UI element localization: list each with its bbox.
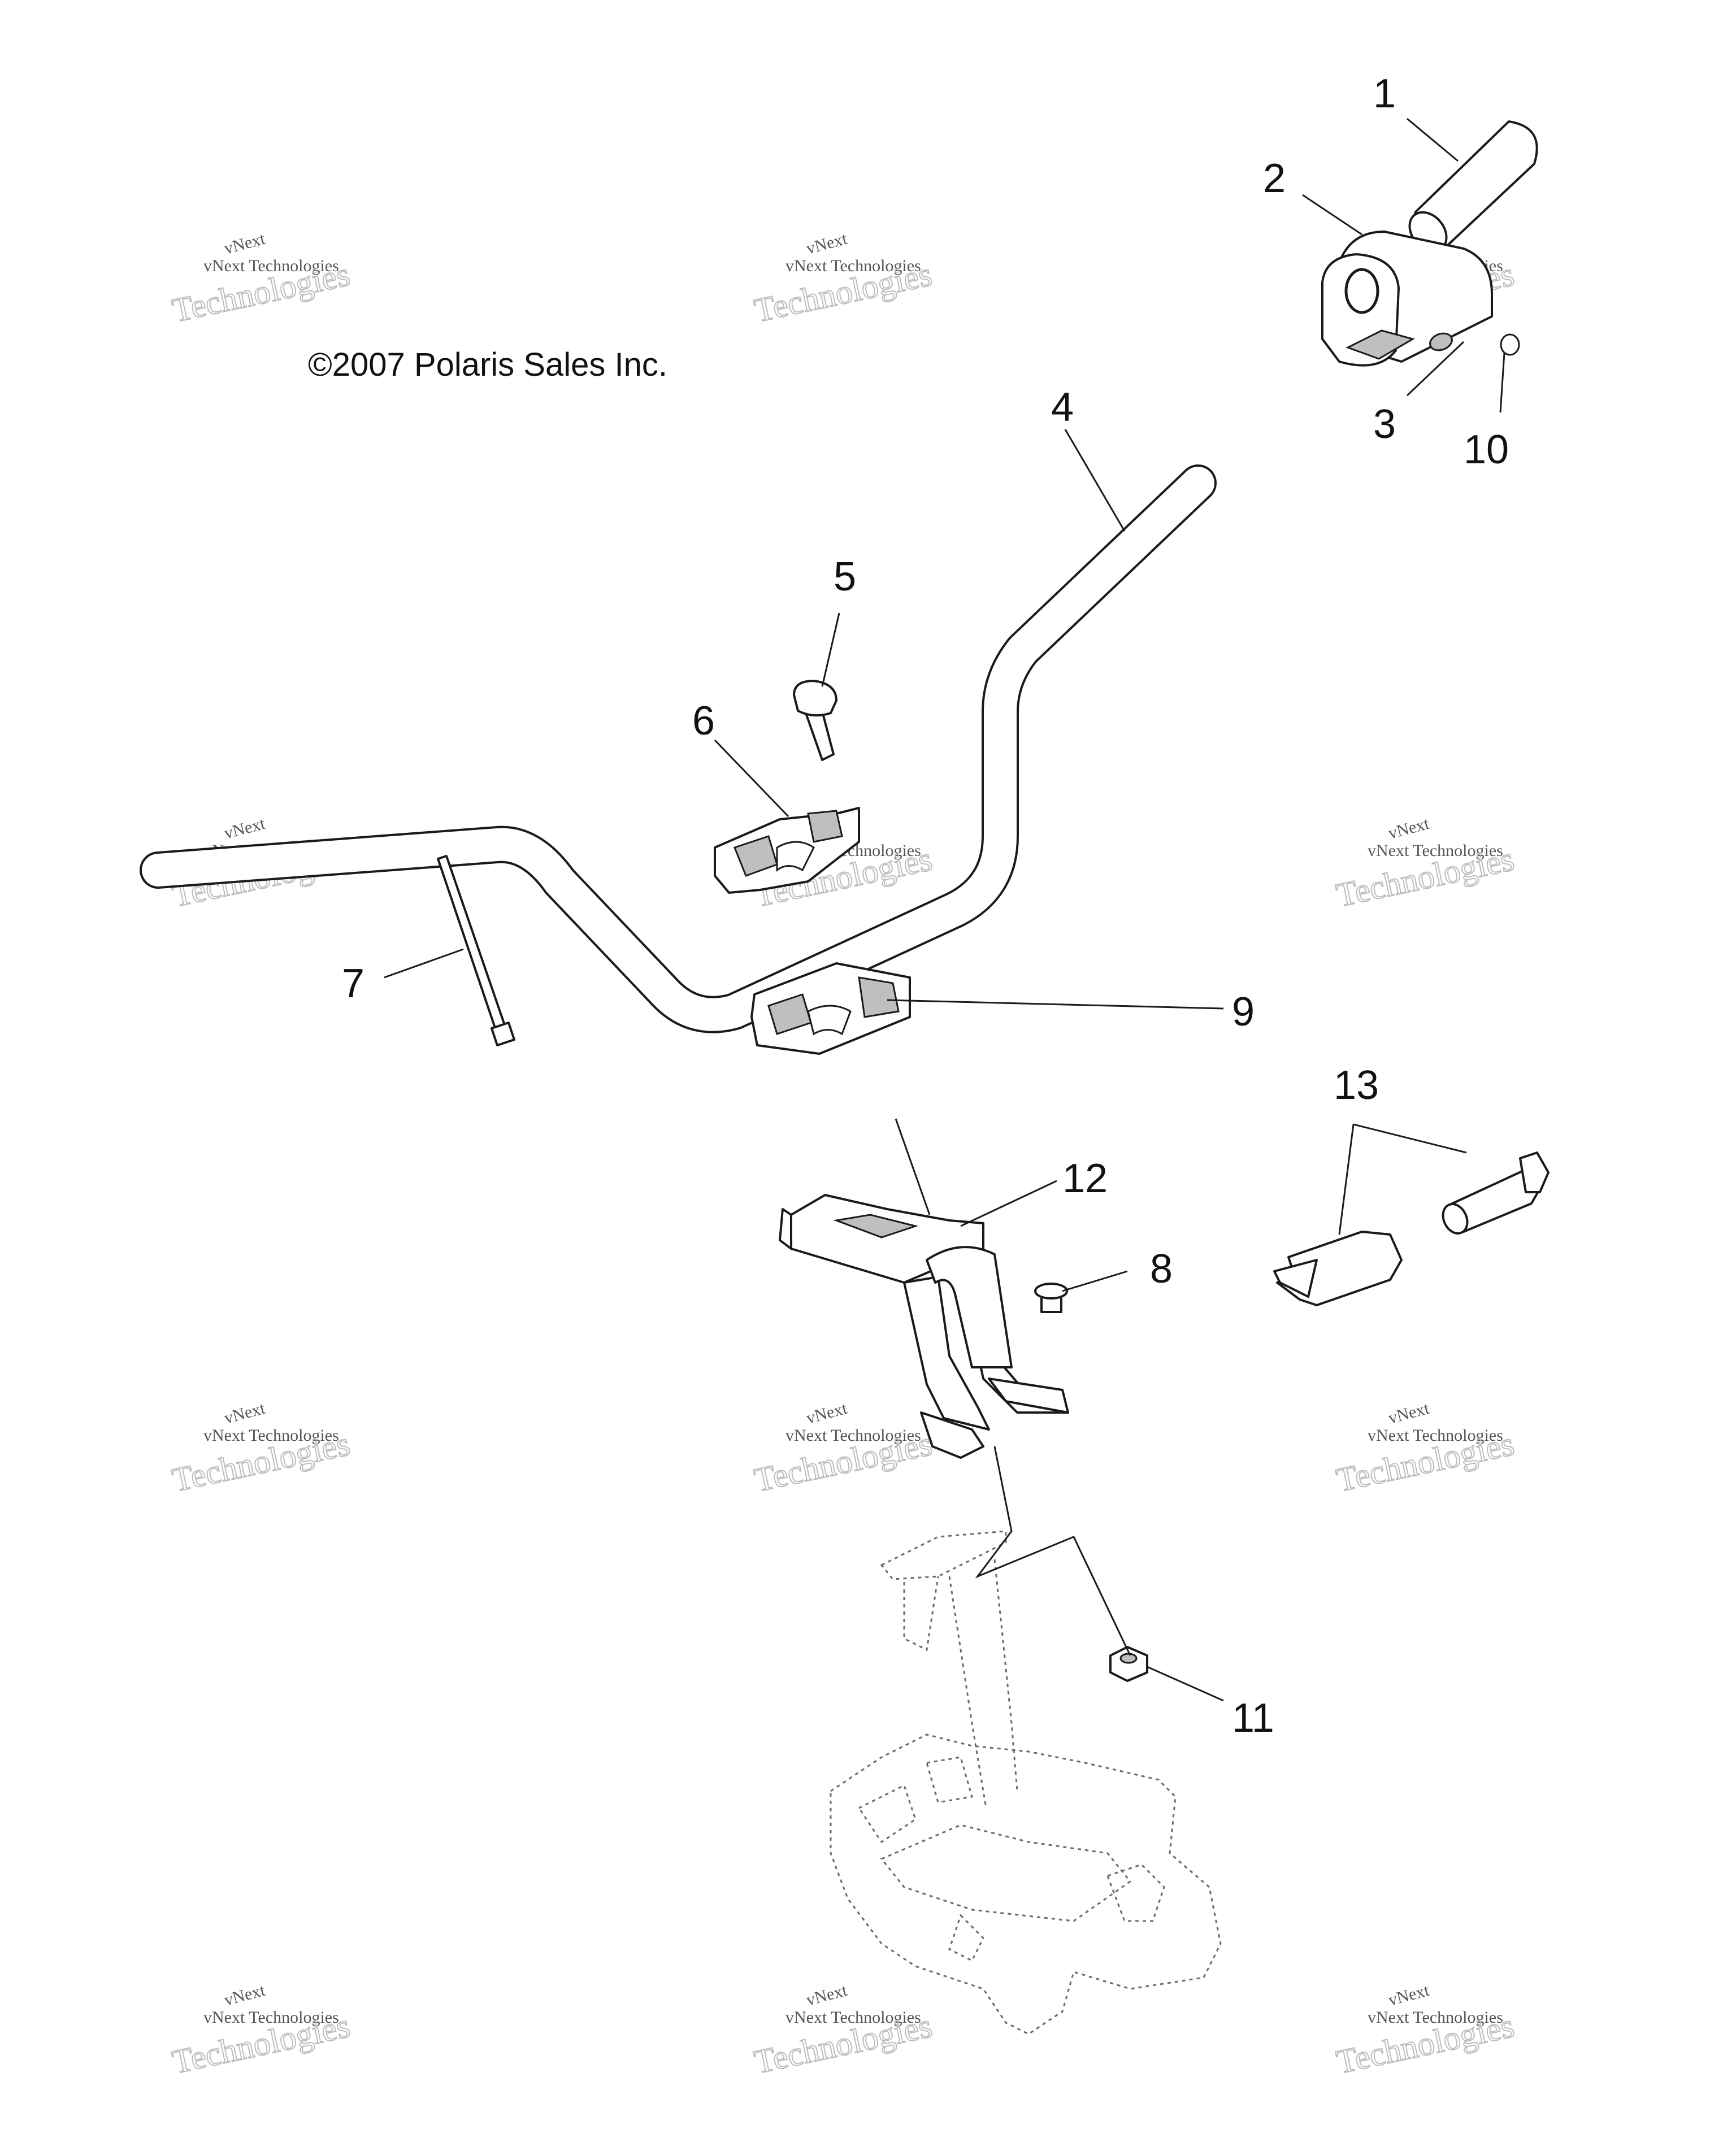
callout-13: 13	[1334, 1063, 1379, 1108]
clamp-bolt	[793, 680, 837, 761]
svg-text:vNext: vNext	[804, 1399, 849, 1428]
svg-text:vNext: vNext	[222, 1399, 267, 1428]
svg-text:vNext: vNext	[222, 229, 267, 258]
flange-nut	[1109, 1646, 1148, 1682]
svg-text:vNext: vNext	[804, 1981, 849, 2010]
callout-3: 3	[1373, 402, 1396, 447]
callout-1: 1	[1373, 71, 1396, 116]
watermark: vNext vNext Technologies Technologies	[750, 229, 936, 330]
lower-clamp	[750, 962, 911, 1055]
callout-8: 8	[1150, 1246, 1173, 1292]
watermark: vNext vNext Technologies Technologies	[168, 1981, 354, 2081]
svg-text:vNext Technologies: vNext Technologies	[785, 1426, 921, 1445]
svg-text:vNext Technologies: vNext Technologies	[203, 257, 339, 275]
svg-text:vNext Technologies: vNext Technologies	[1368, 1426, 1503, 1445]
leader-lines	[384, 118, 1505, 1702]
steering-frame-reference	[830, 1530, 1222, 2035]
callout-12: 12	[1062, 1156, 1108, 1201]
svg-text:vNext: vNext	[804, 229, 849, 258]
svg-text:vNext Technologies: vNext Technologies	[785, 2008, 921, 2027]
callout-11: 11	[1232, 1696, 1274, 1741]
svg-text:vNext: vNext	[1386, 1399, 1431, 1428]
watermark: vNext vNext Technologies Technologies	[1333, 1981, 1518, 2081]
watermark: vNext vNext Technologies Technologies	[750, 1399, 936, 1500]
small-cap	[1500, 333, 1520, 356]
callout-5: 5	[834, 554, 856, 599]
svg-text:vNext Technologies: vNext Technologies	[785, 257, 921, 275]
callout-9: 9	[1232, 989, 1255, 1035]
grip	[1408, 120, 1538, 253]
bracket-screw	[1034, 1283, 1068, 1313]
handlebar	[140, 464, 1217, 1033]
callout-6: 6	[692, 698, 715, 744]
upper-clamp	[714, 807, 860, 894]
svg-text:vNext: vNext	[222, 1981, 267, 2010]
svg-text:vNext Technologies: vNext Technologies	[203, 2008, 339, 2027]
svg-text:vNext Technologies: vNext Technologies	[203, 1426, 339, 1445]
watermark: vNext vNext Technologies Technologies	[1333, 1399, 1518, 1500]
svg-text:vNext: vNext	[1386, 1981, 1431, 2010]
svg-text:vNext Technologies: vNext Technologies	[1368, 841, 1503, 860]
mount-bracket	[779, 1194, 1069, 1459]
callout-labels: 1 2 3 4 5 6 7 8 9 10 11 12 13	[342, 71, 1509, 1741]
copyright-notice: ©2007 Polaris Sales Inc.	[308, 346, 667, 383]
callout-4: 4	[1051, 385, 1074, 430]
watermark: vNext vNext Technologies Technologies	[168, 1399, 354, 1500]
small-screw	[1429, 332, 1453, 351]
svg-text:vNext Technologies: vNext Technologies	[1368, 2008, 1503, 2027]
svg-text:vNext: vNext	[1386, 814, 1431, 843]
callout-7: 7	[342, 961, 364, 1006]
bar-end-plugs	[1273, 1151, 1550, 1306]
watermark: vNext vNext Technologies Technologies	[750, 1981, 936, 2081]
watermark: vNext vNext Technologies Technologies	[1333, 814, 1518, 915]
callout-2: 2	[1263, 156, 1286, 201]
throttle-block	[1321, 231, 1493, 367]
callout-10: 10	[1464, 427, 1509, 472]
svg-text:vNext: vNext	[222, 814, 267, 843]
watermark-layer: vNext vNext Technologies Technologies vN…	[168, 229, 1518, 2081]
long-bolt	[437, 855, 515, 1046]
watermark: vNext vNext Technologies Technologies	[168, 229, 354, 330]
